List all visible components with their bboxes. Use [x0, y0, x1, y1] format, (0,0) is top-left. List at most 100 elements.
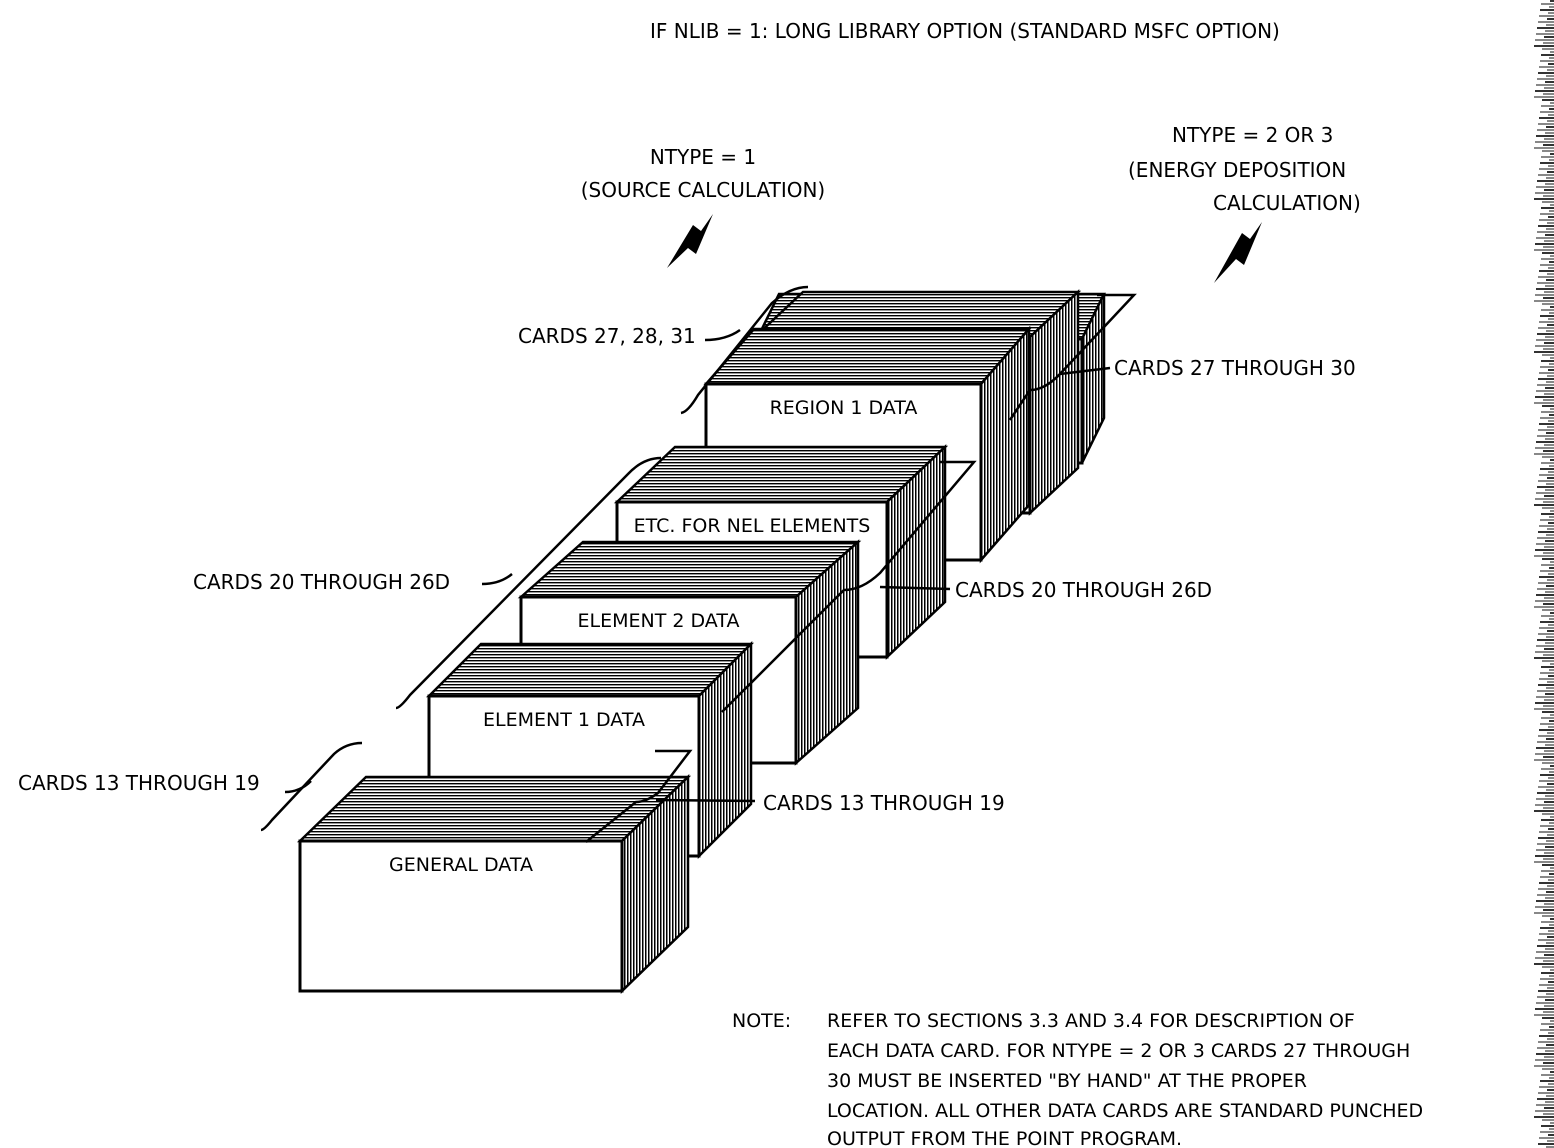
noise-mark [1534, 402, 1554, 404]
noise-mark [1536, 747, 1554, 749]
noise-mark [1548, 420, 1554, 422]
noise-mark [1541, 1023, 1554, 1025]
noise-mark [1539, 474, 1554, 476]
label-cards-27-28-31: CARDS 27, 28, 31 [518, 324, 696, 348]
deck-element-2-label: ELEMENT 2 DATA [578, 610, 740, 632]
noise-mark [1544, 699, 1554, 701]
noise-mark [1539, 525, 1554, 527]
noise-mark [1548, 12, 1554, 14]
noise-mark [1549, 822, 1554, 824]
noise-mark [1543, 909, 1554, 911]
noise-mark [1541, 1074, 1554, 1076]
noise-mark [1544, 597, 1554, 599]
noise-mark [1543, 144, 1554, 146]
noise-mark [1542, 252, 1554, 254]
noise-mark [1540, 774, 1554, 776]
noise-mark [1538, 327, 1554, 329]
noise-mark [1549, 1077, 1554, 1079]
noise-mark [1544, 546, 1554, 548]
noise-mark [1545, 387, 1554, 389]
noise-mark [1536, 849, 1554, 851]
noise-mark [1539, 270, 1554, 272]
noise-mark [1538, 633, 1554, 635]
noise-mark [1549, 159, 1554, 161]
noise-mark [1534, 1065, 1554, 1067]
noise-mark [1541, 1125, 1554, 1127]
noise-mark [1544, 189, 1554, 191]
noise-mark [1547, 885, 1554, 887]
deck-etc-elements-label: ETC. FOR NEL ELEMENTS [634, 515, 871, 537]
noise-mark [1541, 462, 1554, 464]
noise-mark [1546, 891, 1554, 893]
noise-mark [1536, 288, 1554, 290]
noise-mark [1538, 888, 1554, 890]
noise-mark [1537, 435, 1554, 437]
noise-mark [1547, 273, 1554, 275]
noise-mark [1546, 75, 1554, 77]
noise-mark [1546, 177, 1554, 179]
noise-mark [1547, 681, 1554, 683]
noise-mark [1541, 411, 1554, 413]
noise-mark [1535, 294, 1554, 296]
noise-mark [1550, 918, 1554, 920]
noise-mark [1537, 486, 1554, 488]
noise-mark [1534, 96, 1554, 98]
noise-mark [1544, 87, 1554, 89]
noise-mark [1546, 330, 1554, 332]
noise-mark [1536, 696, 1554, 698]
ntype1-line2: (SOURCE CALCULATION) [581, 178, 825, 202]
note-line-3: 30 MUST BE INSERTED "BY HAND" AT THE PRO… [827, 1070, 1307, 1092]
noise-mark [1548, 726, 1554, 728]
noise-mark [1537, 27, 1554, 29]
noise-mark [1544, 1005, 1554, 1007]
noise-mark [1546, 126, 1554, 128]
noise-mark [1544, 1107, 1554, 1109]
noise-mark [1542, 150, 1554, 152]
noise-mark [1549, 465, 1554, 467]
noise-mark [1543, 450, 1554, 452]
noise-mark [1544, 291, 1554, 293]
noise-mark [1543, 1011, 1554, 1013]
noise-mark [1534, 453, 1554, 455]
noise-mark [1538, 531, 1554, 533]
noise-mark [1537, 741, 1554, 743]
noise-mark [1536, 339, 1554, 341]
noise-mark [1549, 618, 1554, 620]
noise-mark [1542, 609, 1554, 611]
noise-mark [1542, 813, 1554, 815]
noise-mark [1540, 9, 1554, 11]
noise-mark [1545, 1101, 1554, 1103]
noise-mark [1542, 1119, 1554, 1121]
noise-mark [1546, 279, 1554, 281]
noise-mark [1544, 1056, 1554, 1058]
note-line-2: EACH DATA CARD. FOR NTYPE = 2 OR 3 CARDS… [827, 1040, 1410, 1062]
noise-mark [1539, 933, 1554, 935]
noise-mark [1543, 654, 1554, 656]
noise-mark [1540, 876, 1554, 878]
noise-mark [1542, 1068, 1554, 1070]
ntype1-line1: NTYPE = 1 [650, 145, 756, 169]
noise-mark [1541, 819, 1554, 821]
noise-mark [1540, 1029, 1554, 1031]
noise-mark [1546, 789, 1554, 791]
noise-mark [1536, 390, 1554, 392]
diagram-title: IF NLIB = 1: LONG LIBRARY OPTION (STANDA… [650, 19, 1280, 43]
noise-mark [1546, 738, 1554, 740]
noise-mark [1544, 954, 1554, 956]
noise-mark [1540, 111, 1554, 113]
noise-mark [1539, 168, 1554, 170]
noise-mark [1536, 492, 1554, 494]
noise-mark [1540, 315, 1554, 317]
noise-mark [1550, 510, 1554, 512]
arrow-ntype1-icon [667, 214, 713, 268]
noise-mark [1534, 1014, 1554, 1016]
noise-mark [1535, 345, 1554, 347]
noise-mark [1535, 192, 1554, 194]
noise-mark [1540, 468, 1554, 470]
noise-mark [1545, 591, 1554, 593]
noise-mark [1537, 384, 1554, 386]
noise-mark [1538, 123, 1554, 125]
noise-mark [1548, 114, 1554, 116]
noise-mark [1542, 966, 1554, 968]
noise-mark [1545, 81, 1554, 83]
